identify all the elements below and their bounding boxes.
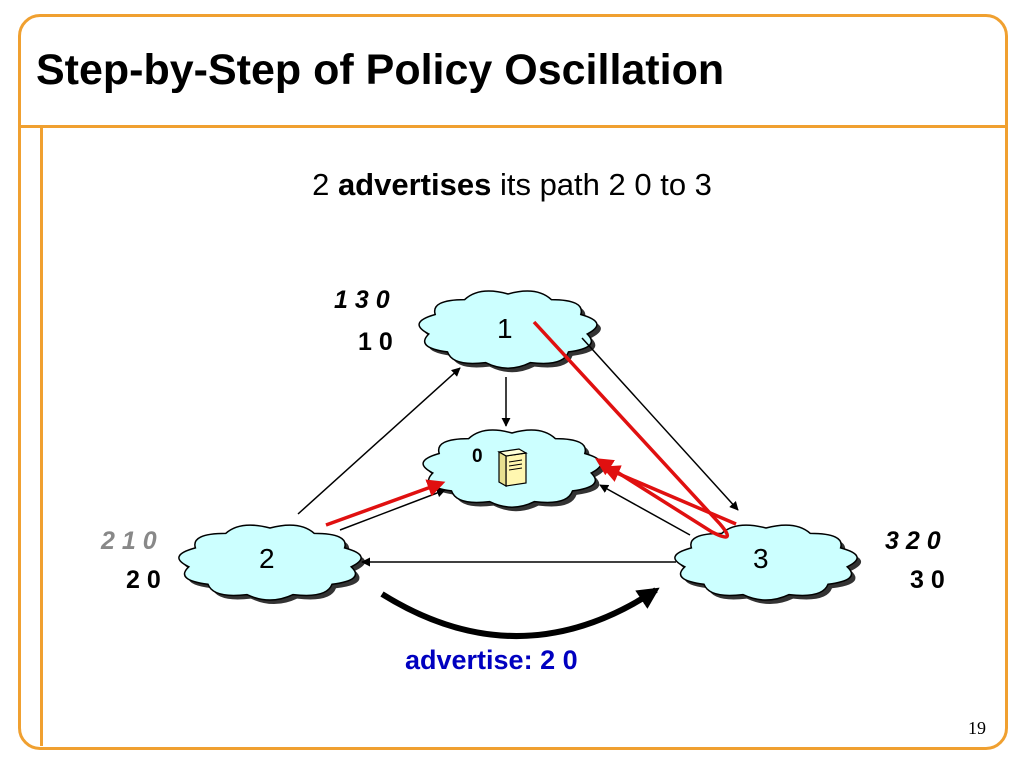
side-divider [40, 128, 43, 746]
advertise-arrow [380, 587, 660, 639]
node-3-current-path: 3 0 [910, 566, 945, 594]
node-0-label: 0 [472, 446, 483, 467]
as-node-3-cloud [674, 524, 862, 605]
page-number: 19 [968, 718, 986, 738]
edge-2-to-1 [297, 367, 461, 515]
advertise-annotation: advertise: 2 0 [405, 645, 578, 675]
cloud-shape [418, 290, 598, 369]
title-divider [18, 125, 1008, 128]
node-2-preferred-path: 2 1 0 [101, 527, 157, 555]
slide-title: Step-by-Step of Policy Oscillation [36, 46, 725, 94]
edge-3-to-0 [599, 484, 691, 536]
cloud-shape [674, 524, 858, 601]
as-node-1-cloud [418, 290, 601, 373]
node-2-current-path: 2 0 [126, 566, 161, 594]
node-2-label: 2 [259, 543, 275, 574]
subtitle-pre: 2 [312, 167, 330, 202]
edge-2-to-0 [339, 488, 446, 531]
red-path-3-0 [601, 465, 737, 526]
node-1-current-path: 1 0 [358, 328, 393, 356]
server-icon [497, 448, 528, 488]
edge-1-to-3 [581, 337, 739, 511]
red-path-2-0 [325, 479, 446, 527]
slide-subtitle: 2 advertises its path 2 0 to 3 [0, 167, 1024, 203]
node-3-label: 3 [753, 543, 769, 574]
node-1-label: 1 [497, 313, 513, 344]
as-node-2-cloud [178, 524, 366, 605]
subtitle-post: its path 2 0 to 3 [499, 167, 712, 202]
cloud-shape [178, 524, 362, 601]
node-1-preferred-path: 1 3 0 [334, 286, 390, 314]
subtitle-bold: advertises [337, 167, 492, 202]
red-path-1-3-0 [532, 320, 730, 539]
node-3-preferred-path: 3 2 0 [885, 527, 941, 555]
slide-frame [18, 14, 1008, 750]
